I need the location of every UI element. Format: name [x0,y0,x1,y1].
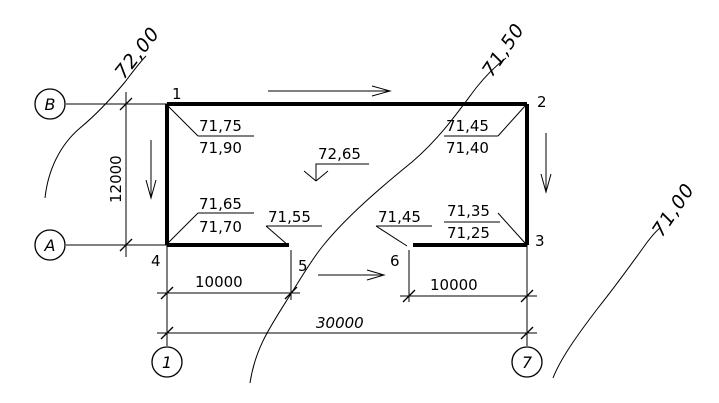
svg-text:1: 1 [162,353,172,372]
elevation-point-6: 71,45 [376,208,432,227]
svg-text:71,25: 71,25 [447,224,490,242]
point-5-marker [265,225,290,247]
axis-bubble-7: 7 [511,346,543,378]
elevation-center: 72,65 [303,145,369,182]
elevation-corner-4: 71,65 71,70 [198,195,254,236]
slope-arrow-top [268,85,392,97]
corner-3-diagonal [497,212,526,244]
contour-label-72-00: 72,00 [111,23,165,83]
svg-text:71,45: 71,45 [446,117,489,135]
elevation-corner-2: 71,45 71,40 [444,117,498,157]
corner-label-6: 6 [390,252,400,270]
corner-label-4: 4 [151,252,161,270]
dimension-total: 30000 [157,314,537,340]
point-6-marker [375,225,408,247]
svg-text:71,45: 71,45 [378,208,421,226]
svg-text:71,65: 71,65 [199,195,242,213]
slope-arrow-right [540,133,552,194]
corner-4-diagonal [167,212,199,244]
svg-text:71,75: 71,75 [199,117,242,135]
corner-2-diagonal [497,105,526,137]
axis-bubble-1: 1 [151,346,183,378]
dimension-left-segment: 10000 [157,247,300,300]
corner-label-1: 1 [172,85,182,103]
contour-line-71-00 [552,227,661,379]
svg-text:30000: 30000 [316,314,364,332]
elevation-point-5: 71,55 [266,208,322,227]
svg-text:А: А [44,236,56,255]
dimension-right-segment: 10000 [400,250,537,303]
svg-text:71,55: 71,55 [268,208,311,226]
contour-line-72-00 [44,55,147,199]
elevation-corner-1: 71,75 71,90 [198,117,254,157]
svg-text:71,90: 71,90 [199,139,242,157]
svg-text:12000: 12000 [107,155,125,203]
corner-label-2: 2 [537,93,547,111]
dimension-height: 12000 [107,92,167,257]
corner-1-diagonal [167,105,199,137]
site-boundary [165,102,529,247]
corner-label-5: 5 [298,257,308,275]
elevation-corner-3: 71,35 71,25 [444,202,500,242]
axis-bubble-B: В [34,88,66,120]
svg-text:10000: 10000 [195,273,243,291]
corner-label-3: 3 [535,232,545,250]
svg-text:71,35: 71,35 [447,202,490,220]
contour-label-71-00: 71,00 [648,179,699,241]
svg-text:72,65: 72,65 [318,145,361,163]
svg-text:7: 7 [522,353,533,372]
axis-bubble-A: А [34,229,66,261]
svg-text:В: В [45,95,56,114]
slope-arrow-left [145,140,157,200]
svg-text:10000: 10000 [430,276,478,294]
slope-arrow-bottom [318,269,386,281]
svg-text:71,40: 71,40 [446,139,489,157]
contour-label-71-50: 71,50 [478,19,529,81]
svg-text:71,70: 71,70 [199,218,242,236]
contour-line-71-50 [249,57,507,384]
